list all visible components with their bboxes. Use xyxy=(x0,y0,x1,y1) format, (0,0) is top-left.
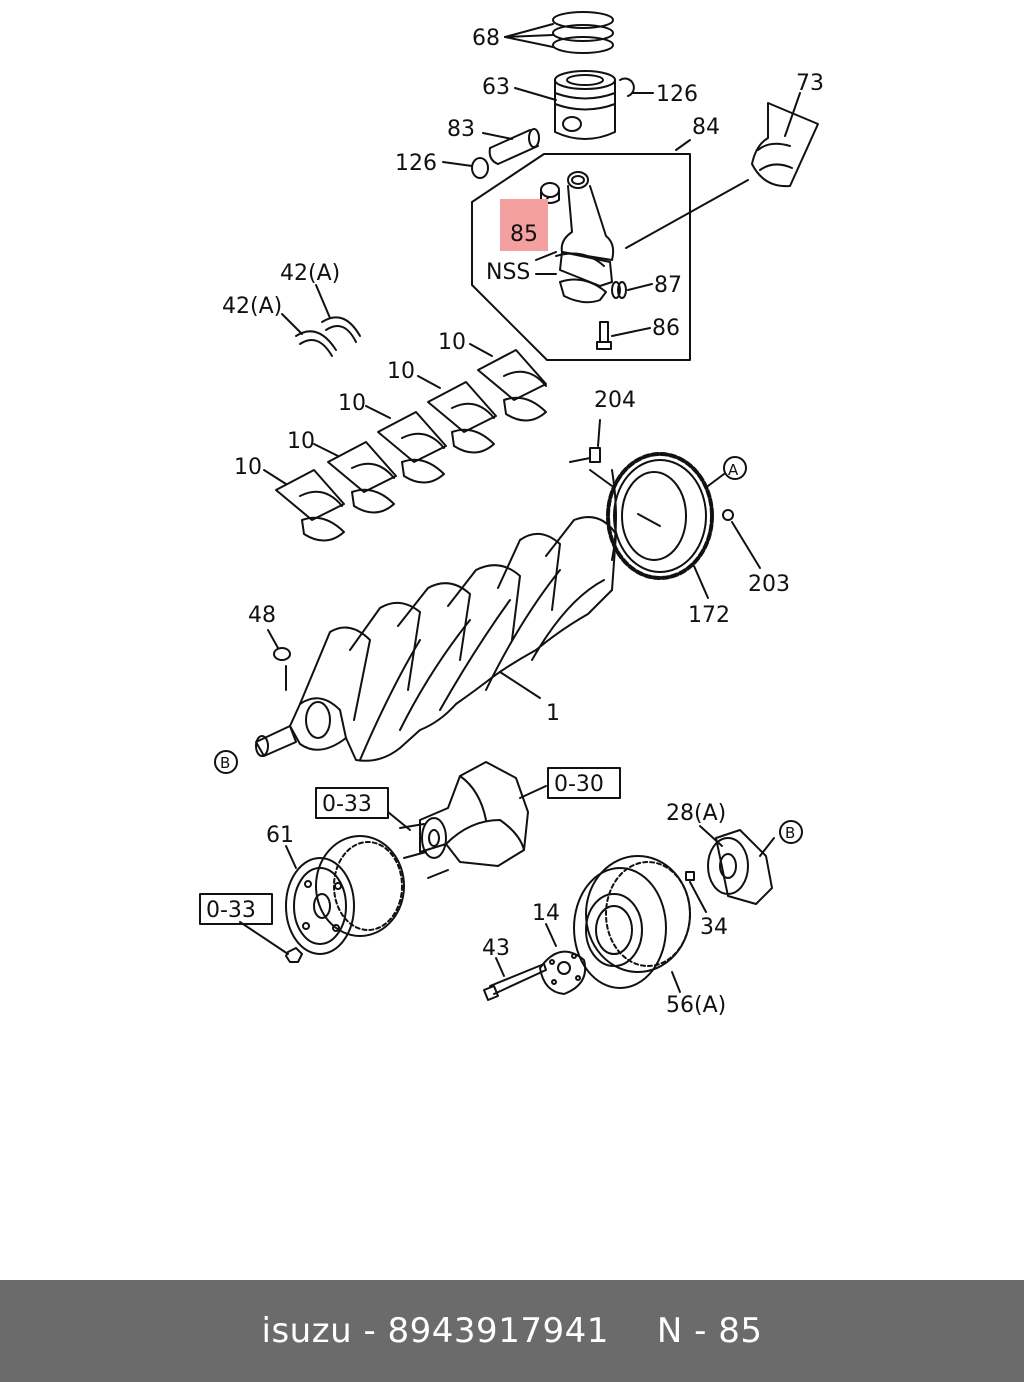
label-73: 73 xyxy=(796,71,824,96)
snap-ring-right xyxy=(619,77,654,97)
connecting-rod xyxy=(535,171,615,304)
piston-rings xyxy=(504,11,614,54)
pulley-nut xyxy=(239,921,303,963)
footer-brand: isuzu xyxy=(261,1311,353,1351)
label-0-33-left: 0-33 xyxy=(206,898,256,923)
gear-key xyxy=(685,871,707,913)
label-10-4: 10 xyxy=(387,359,415,384)
ref-box-0-33-left xyxy=(199,893,273,925)
label-10-5: 10 xyxy=(438,330,466,355)
ref-box-0-30 xyxy=(547,767,621,799)
label-28a: 28(A) xyxy=(666,801,726,826)
crank-timing-gear xyxy=(699,825,775,905)
footer-bar: isuzu - 8943917941 N - 85 xyxy=(0,1280,1024,1382)
conrod-bolt xyxy=(596,321,651,350)
snap-ring-left xyxy=(442,157,489,179)
label-84: 84 xyxy=(692,115,720,140)
crankshaft xyxy=(255,516,617,762)
label-203: 203 xyxy=(748,572,790,597)
highlight-box xyxy=(500,199,548,251)
piston-pin xyxy=(482,128,540,165)
label-63: 63 xyxy=(482,75,510,100)
label-48: 48 xyxy=(248,603,276,628)
piston xyxy=(514,70,616,140)
label-b-right: B xyxy=(785,824,795,842)
label-nss: NSS xyxy=(486,260,530,285)
gear-dowel xyxy=(722,509,761,569)
conrod-nut xyxy=(611,281,653,299)
label-0-30: 0-30 xyxy=(554,772,604,797)
conrod-bearing xyxy=(625,92,819,249)
thrust-washers xyxy=(281,284,361,357)
main-bearing-2 xyxy=(313,441,397,514)
callout-labels: 68 63 126 73 83 84 126 85 NSS 87 86 42(A… xyxy=(206,26,824,1018)
label-14: 14 xyxy=(532,901,560,926)
label-43: 43 xyxy=(482,936,510,961)
main-bearing-5 xyxy=(469,343,547,422)
footer-sep-2: - xyxy=(694,1311,707,1351)
label-87: 87 xyxy=(654,273,682,298)
label-10-1: 10 xyxy=(234,455,262,480)
label-10-2: 10 xyxy=(287,429,315,454)
label-56a: 56(A) xyxy=(666,993,726,1018)
label-172: 172 xyxy=(688,603,730,628)
fan-pulley xyxy=(285,835,405,955)
pulley-bolt xyxy=(483,957,547,1001)
footer-part-number: 8943917941 xyxy=(387,1311,609,1351)
label-a: A xyxy=(728,461,739,479)
marker-b-right xyxy=(779,820,803,844)
label-126-left: 126 xyxy=(395,151,437,176)
main-bearing-1 xyxy=(263,469,345,542)
label-61: 61 xyxy=(266,823,294,848)
label-68: 68 xyxy=(472,26,500,51)
conrod-kit-frame xyxy=(471,139,691,361)
label-10-3: 10 xyxy=(338,391,366,416)
crank-pulley xyxy=(573,855,691,993)
footer-n-label: N xyxy=(656,1311,683,1351)
label-b-left: B xyxy=(220,754,230,772)
label-126-top: 126 xyxy=(656,82,698,107)
label-42a-left: 42(A) xyxy=(222,294,282,319)
crank-gear xyxy=(606,452,725,599)
label-86: 86 xyxy=(652,316,680,341)
label-0-33-top: 0-33 xyxy=(322,792,372,817)
label-34: 34 xyxy=(700,915,728,940)
label-83: 83 xyxy=(447,117,475,142)
footer-n-value: 85 xyxy=(718,1311,763,1351)
label-42a-top: 42(A) xyxy=(280,261,340,286)
label-204: 204 xyxy=(594,388,636,413)
main-bearing-4 xyxy=(417,375,497,454)
woodruff-key xyxy=(267,629,291,661)
water-pump xyxy=(387,761,547,879)
label-85: 85 xyxy=(510,222,538,247)
gear-bolt xyxy=(569,419,613,487)
parts-diagram: 68 63 126 73 83 84 126 85 NSS 87 86 42(A… xyxy=(199,11,824,1018)
label-1: 1 xyxy=(546,701,560,726)
marker-a xyxy=(723,456,747,480)
marker-b-left xyxy=(214,750,238,774)
pulley-plate xyxy=(539,923,586,995)
ref-box-0-33-top xyxy=(315,787,389,819)
main-bearing-3 xyxy=(365,405,447,484)
footer-sep-1: - xyxy=(363,1311,377,1351)
